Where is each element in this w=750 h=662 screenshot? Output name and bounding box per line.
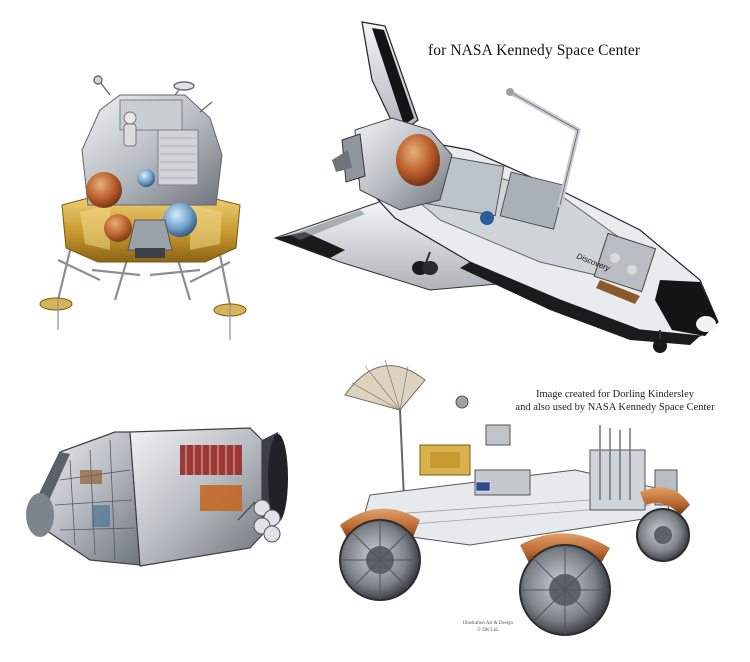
rover-fender-rear [640,487,690,515]
rover-credit: Illustration Art & Design © DK Ltd. [428,620,548,634]
rover-wheel-front-right [519,544,611,636]
rover-caption-line1: Image created for Dorling Kindersley [535,389,695,400]
shuttle-orange-tank [396,134,440,186]
high-gain-antenna [237,499,281,543]
blue-propellant-tank [163,203,197,237]
rover-tool-rack [589,425,678,511]
rover-caption-line2: and also used by NASA Kennedy Space Cent… [515,402,715,413]
rover-caption: Image created for Dorling Kindersley and… [510,388,720,414]
shuttle-caption: for NASA Kennedy Space Center [428,42,641,59]
rover-wheel-rear-right [636,508,690,562]
footpad-left [39,297,73,311]
rover-umbrella-antenna [344,359,426,501]
shuttle-landing-gear [412,251,667,353]
service-module-tanks [180,445,242,511]
rover-credit-line2: © DK Ltd. [477,628,499,633]
rover-wheel-front-left [339,519,421,601]
orange-propellant-tank [86,172,122,208]
rover-credit-line1: Illustration Art & Design [462,621,514,626]
